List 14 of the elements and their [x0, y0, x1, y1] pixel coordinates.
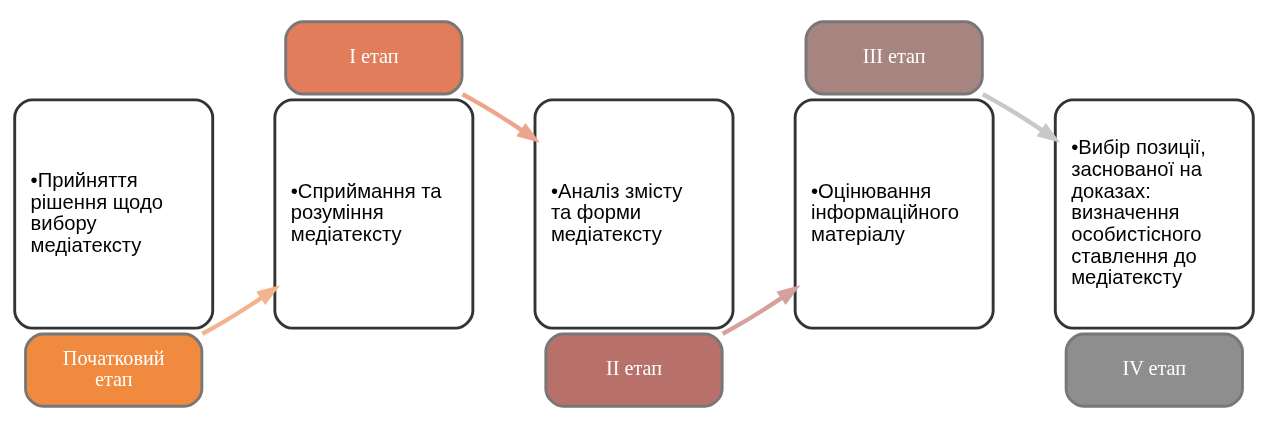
arrow [981, 91, 1061, 143]
node-box: •Сприймання та розуміння медіатексту [273, 97, 475, 330]
node-box: III етап [804, 19, 984, 95]
node-box: •Прийняття рішення щодо вибору медіатексту [13, 97, 215, 330]
node-box: II етап [544, 332, 724, 408]
node-box: •Аналіз змісту та форми медіатексту [533, 97, 735, 330]
node-box: •Вибір позиції, заснованої на доказах: визначення особистісного ставлення до медіатексту [1053, 97, 1255, 330]
arrow [461, 91, 541, 143]
node-box: IV етап [1064, 332, 1244, 408]
node-box: Початковий етап [24, 332, 204, 408]
arrow [721, 284, 801, 336]
node-box: I етап [284, 19, 464, 95]
node-box: •Оцінювання інформаційного матеріалу [793, 97, 995, 330]
arrow [201, 284, 280, 336]
